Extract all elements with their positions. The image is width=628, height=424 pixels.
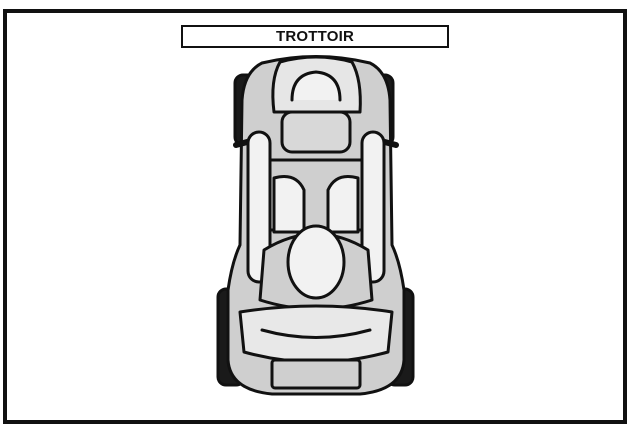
- sidewalk-sign: TROTTOIR: [181, 25, 449, 48]
- operator-head: [286, 224, 346, 300]
- rear-hood: [238, 304, 394, 364]
- sidewalk-sign-label: TROTTOIR: [276, 28, 354, 45]
- rear-bumper: [270, 358, 362, 390]
- dashboard: [280, 110, 352, 154]
- right-footrest: [326, 175, 360, 234]
- hood-grille: [290, 70, 342, 102]
- rear-hood-inner: [260, 328, 372, 339]
- left-footrest: [272, 175, 306, 234]
- mower-drawing: [216, 55, 415, 396]
